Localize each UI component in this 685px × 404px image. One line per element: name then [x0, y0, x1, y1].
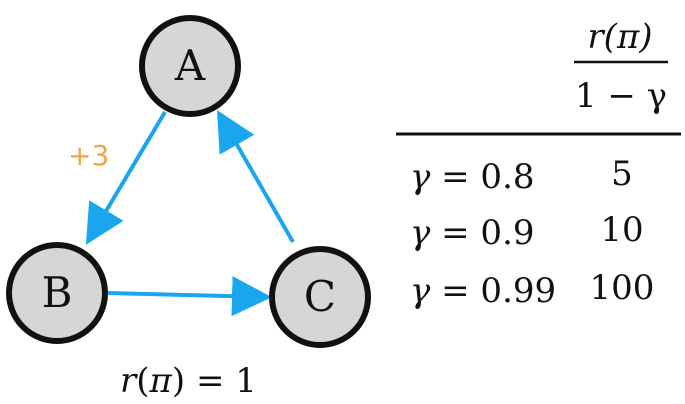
node-a-label: A	[174, 41, 206, 90]
caption-open-paren: (	[136, 361, 149, 401]
caption-r: r	[120, 361, 138, 401]
row-gamma-value: = 0.9	[430, 213, 534, 253]
table-row: γ = 0.9 10	[410, 210, 644, 253]
node-b-label: B	[42, 268, 73, 317]
row-gamma-symbol: γ	[410, 271, 431, 311]
row-gamma-value: = 0.99	[430, 271, 556, 311]
node-b: B	[6, 242, 108, 344]
row-gamma-expression: γ = 0.9	[410, 213, 535, 253]
header-denominator: 1 − γ	[575, 76, 667, 116]
header-numerator: r(π)	[587, 17, 652, 57]
reward-label-a-to-b: +3	[68, 139, 109, 172]
row-gamma-symbol: γ	[410, 157, 431, 197]
node-a: A	[139, 15, 241, 117]
row-value: 100	[590, 268, 655, 308]
table-row: γ = 0.8 5	[410, 154, 633, 197]
row-value: 5	[611, 154, 633, 194]
table-row: γ = 0.99 100	[410, 268, 654, 311]
row-gamma-expression: γ = 0.99	[410, 271, 556, 311]
edge-c-to-a	[217, 110, 295, 243]
row-value: 10	[600, 210, 643, 250]
node-c-label: C	[304, 272, 336, 321]
caption-pi: π	[149, 361, 173, 401]
caption-close-paren: )	[172, 361, 185, 401]
edge-a-to-b	[85, 110, 167, 245]
node-c: C	[269, 246, 371, 348]
edge-b-to-c	[107, 276, 272, 317]
row-gamma-expression: γ = 0.8	[410, 157, 535, 197]
row-gamma-symbol: γ	[410, 213, 431, 253]
row-gamma-value: = 0.8	[430, 157, 534, 197]
policy-reward-caption: r(π) = 1	[120, 361, 257, 401]
caption-equals-one: = 1	[185, 361, 257, 401]
